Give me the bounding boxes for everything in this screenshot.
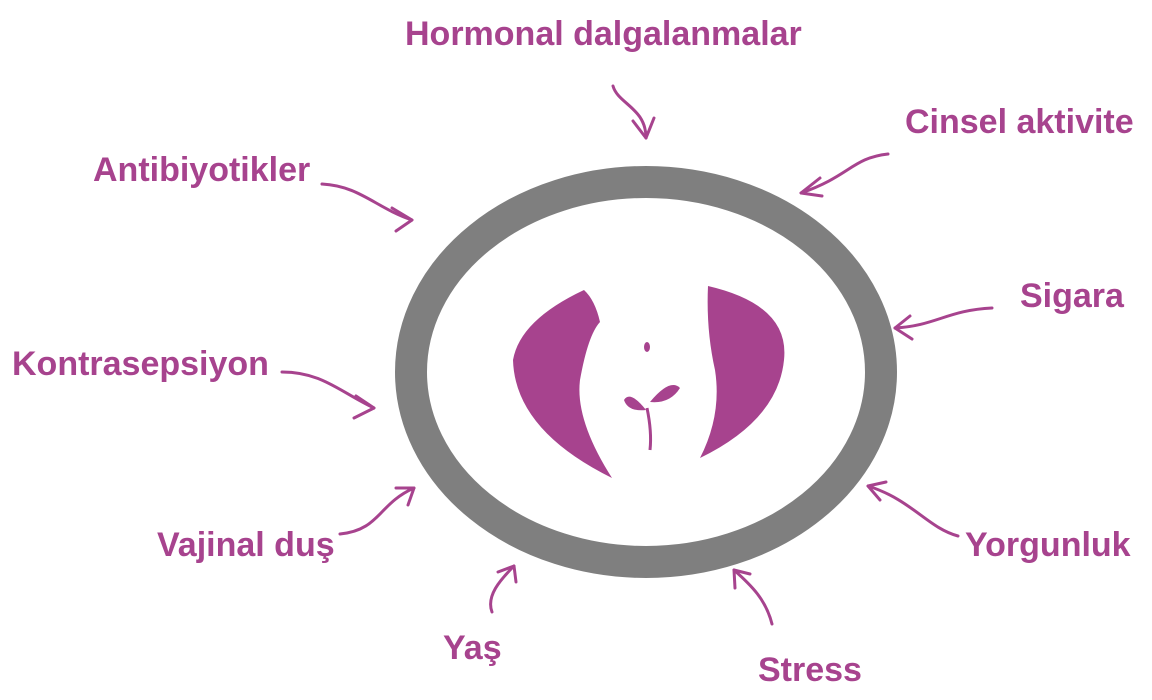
sprout-stem [645, 407, 653, 451]
navel-dot [644, 342, 650, 352]
arrow-vajinal [338, 486, 416, 536]
label-antibiyotikler: Antibiyotikler [93, 151, 311, 189]
female-pelvis-sprout-icon [513, 286, 785, 478]
arrow-kontrasepsiyon [280, 370, 376, 420]
left-hip-shape [513, 290, 612, 478]
label-stress: Stress [758, 651, 862, 689]
arrow-hormonal [611, 84, 656, 140]
arrow-antibiyotik [320, 182, 414, 233]
label-hormonal-dalgalanmalar: Hormonal dalgalanmalar [405, 15, 802, 53]
arrow-cinsel [799, 152, 890, 198]
sprout-left-leaf [624, 396, 646, 411]
label-sigara: Sigara [1020, 277, 1124, 315]
right-hip-shape [700, 286, 785, 458]
label-kontrasepsiyon: Kontrasepsiyon [12, 345, 269, 383]
label-cinsel-aktivite: Cinsel aktivite [905, 103, 1134, 141]
arrow-yas [489, 564, 518, 614]
label-yorgunluk: Yorgunluk [965, 526, 1131, 564]
label-yas: Yaş [443, 629, 502, 667]
arrow-stress [732, 568, 774, 626]
arrow-sigara [893, 306, 994, 341]
arrow-yorgunluk [866, 480, 960, 538]
label-vajinal-dus: Vajinal duş [157, 526, 335, 564]
sprout-right-leaf [650, 385, 680, 403]
center-ring [395, 166, 897, 578]
